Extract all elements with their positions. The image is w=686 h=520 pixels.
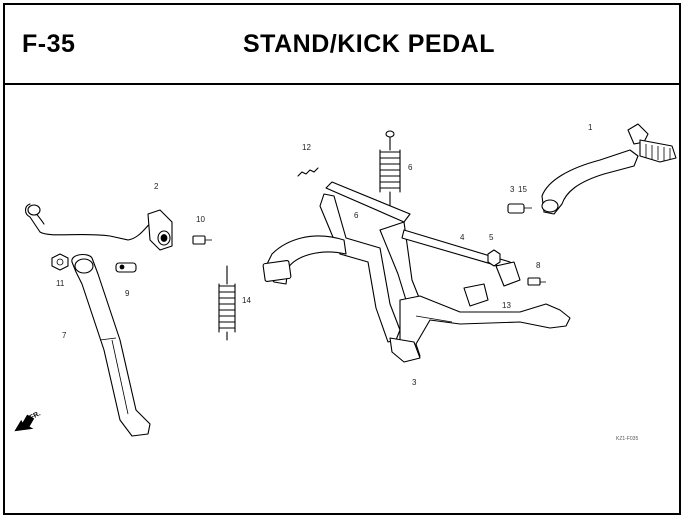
nut-5	[487, 249, 501, 267]
bolt-15	[507, 203, 532, 214]
bolt-10	[192, 235, 212, 245]
header-divider	[3, 83, 681, 85]
spring-12	[297, 167, 319, 177]
callout-1: 1	[588, 123, 593, 132]
main-stand	[262, 181, 571, 363]
nut-11	[51, 253, 69, 271]
bracket-13	[463, 261, 521, 307]
spring-6-top	[379, 130, 401, 209]
front-direction-label: FR.	[29, 410, 42, 422]
callout-8: 8	[536, 261, 541, 270]
callout-4: 4	[460, 233, 465, 242]
callout-3: 3	[412, 378, 417, 387]
callout-3-kick: 3	[510, 185, 515, 194]
callout-15: 15	[518, 185, 527, 194]
callout-6-stand: 6	[354, 211, 359, 220]
callout-10: 10	[196, 215, 205, 224]
callout-14: 14	[242, 296, 251, 305]
spring-14	[218, 265, 236, 341]
callout-5: 5	[489, 233, 494, 242]
bolt-8	[527, 277, 546, 286]
callout-13: 13	[502, 301, 511, 310]
side-stand-bracket	[24, 203, 173, 251]
side-stand	[71, 253, 151, 437]
callout-2: 2	[154, 182, 159, 191]
diagram-reference: KZ1-F035	[616, 436, 638, 442]
callout-6-top: 6	[408, 163, 413, 172]
callout-7: 7	[62, 331, 67, 340]
bolt-9	[115, 262, 137, 273]
callout-11: 11	[56, 279, 65, 288]
kick-pedal	[541, 123, 677, 215]
diagram-frame	[3, 3, 681, 515]
callout-12: 12	[302, 143, 311, 152]
front-direction-arrow: FR.	[14, 410, 42, 432]
callout-9: 9	[125, 289, 130, 298]
page-code: F-35	[22, 30, 76, 58]
page-title: STAND/KICK PEDAL	[243, 30, 495, 58]
